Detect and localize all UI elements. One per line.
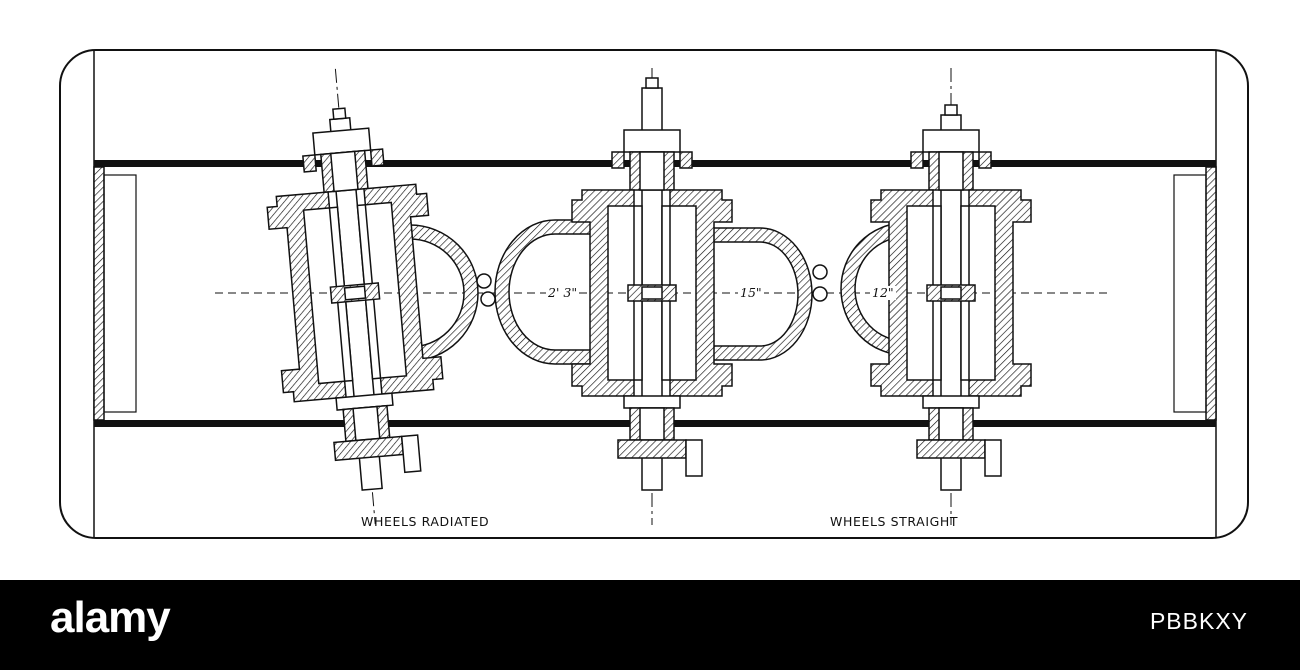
wheel-unit-center bbox=[571, 68, 733, 525]
caption-wheels-straight: WHEELS STRAIGHT bbox=[830, 514, 959, 529]
brand-logo: alamy bbox=[50, 593, 171, 642]
wheel-unit-straight bbox=[870, 68, 1032, 525]
image-id: PBBKXY bbox=[1149, 608, 1248, 634]
dimension-label-1: 2' 3" bbox=[546, 285, 580, 300]
dimension-label-2: 15" bbox=[738, 285, 764, 300]
technical-drawing: WHEELS RADIATED WHEELS STRAIGHT 2' 3" 15… bbox=[59, 49, 1249, 539]
wheel-unit-radiated bbox=[266, 68, 444, 525]
footer-bar: alamy PBBKXY bbox=[0, 580, 1300, 670]
caption-wheels-radiated: WHEELS RADIATED bbox=[361, 514, 490, 529]
dimension-label-3: 12" bbox=[870, 285, 896, 300]
outer-frame bbox=[59, 49, 1249, 539]
bogie-wheel-section-diagram bbox=[59, 49, 1249, 539]
